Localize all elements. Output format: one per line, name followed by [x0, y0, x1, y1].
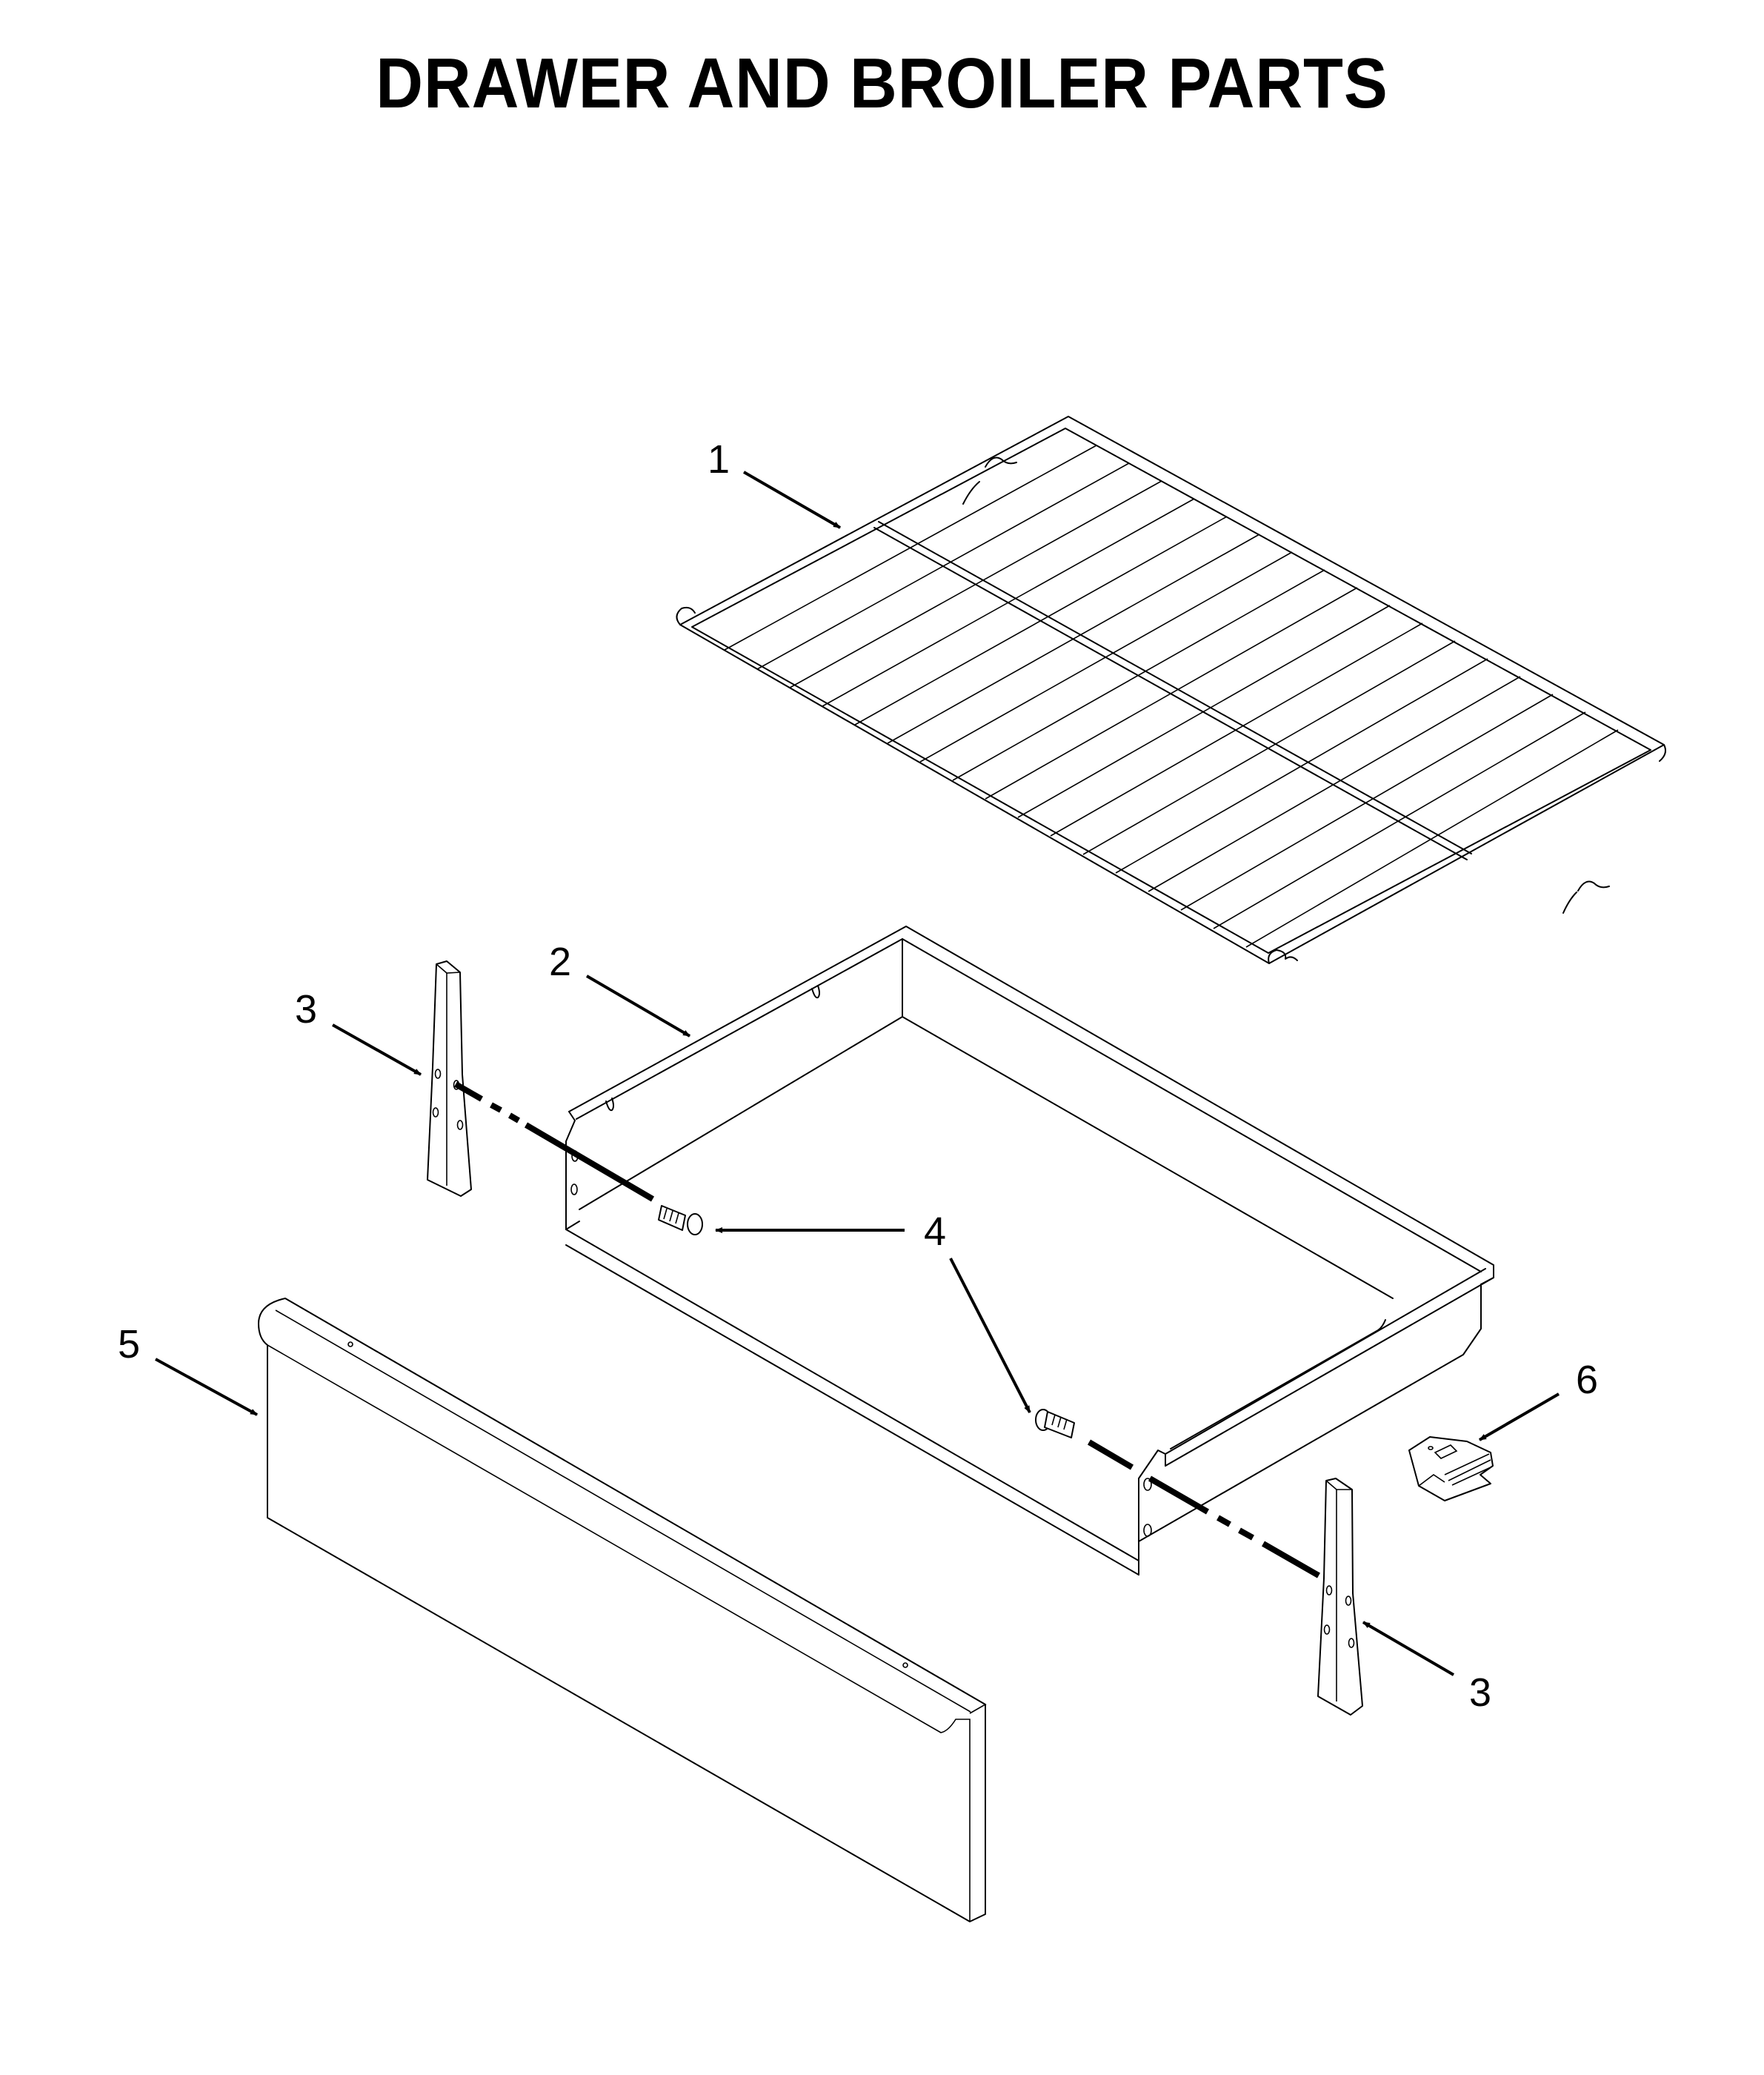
- clip[interactable]: [1408, 1436, 1494, 1501]
- callout-3-left: 3: [294, 987, 318, 1032]
- callout-4: 4: [923, 1209, 947, 1254]
- leader-2: [585, 975, 691, 1038]
- assembly-line-left: [454, 1081, 655, 1202]
- callout-1: 1: [707, 437, 730, 482]
- screw-right[interactable]: [1035, 1409, 1075, 1438]
- leader-3-left: [332, 1023, 422, 1076]
- drawer-front-panel[interactable]: [258, 1298, 987, 1922]
- leader-5: [155, 1358, 258, 1416]
- leader-4-right: [949, 1258, 1031, 1413]
- leader-arrows: [155, 471, 1560, 1676]
- leader-3-right: [1362, 1621, 1455, 1676]
- callout-2: 2: [548, 940, 572, 984]
- drawer-bracket-right[interactable]: [1317, 1478, 1363, 1716]
- assembly-line-right: [1087, 1439, 1320, 1578]
- page-title: DRAWER AND BROILER PARTS: [376, 44, 1388, 123]
- callout-6: 6: [1575, 1358, 1599, 1402]
- drawer-bracket-left[interactable]: [427, 960, 472, 1197]
- callout-3-right: 3: [1468, 1670, 1492, 1715]
- screw-left[interactable]: [658, 1205, 703, 1235]
- broiler-rack[interactable]: [676, 416, 1666, 964]
- leader-1: [743, 471, 841, 529]
- leader-6: [1478, 1392, 1560, 1441]
- callout-5: 5: [117, 1322, 141, 1367]
- drawer[interactable]: [565, 926, 1494, 1576]
